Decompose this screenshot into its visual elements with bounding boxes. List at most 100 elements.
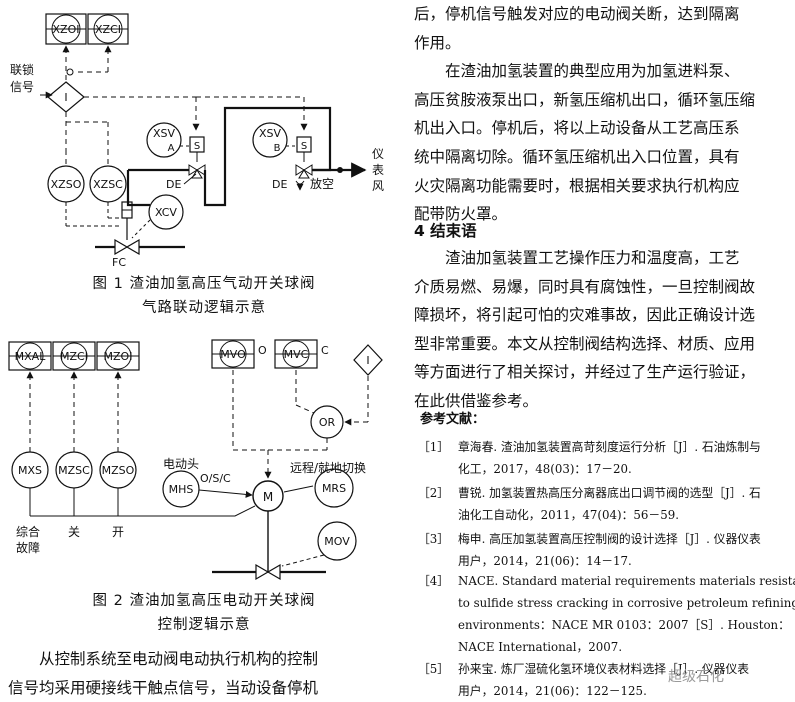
fault-label-2: 故障 [16,540,40,555]
mzci-tag: MZCI [60,350,88,363]
conclusion-line: 障损坏，将引起可怕的灾难事故，因此正确设计选 [414,306,756,325]
right-text-line: 火灾隔离功能需要时，根据相关要求执行机构应 [414,176,740,195]
mzci-instrument: MZCI [52,341,96,371]
vent-label: 放空 [310,176,334,191]
motor: M [252,480,284,512]
xsv-a-instrument: XSV A [146,122,182,158]
figure-2-caption-line2: 控制逻辑示意 [157,617,251,633]
conclusion-line: 型非常重要。本文从控制阀结构选择、材质、应用 [414,334,756,353]
reference-number: ［4］ [418,574,450,588]
xzso-tag: XZSO [51,178,82,191]
mzso-tag: MZSO [102,464,135,477]
reference-line: 用户，2014，21(06)：14－17. [458,554,632,568]
xzci-instrument: XZCI [87,13,129,45]
mrs-instrument: MRS [314,468,354,508]
figure1-logic-diamond: I [47,81,85,113]
watermark-text: 超级石化 [668,669,724,685]
motor-tag: M [263,490,273,504]
figure-1-caption-line1: 图 1 渣油加氢高压气动开关球阀 [92,276,316,292]
instrument-air-2: 表 [372,163,384,177]
right-text-line: 高压贫胺液泵出口，新氢压缩机出口，循环氢压缩 [414,90,756,109]
fc-tag: FC [112,256,126,269]
conclusion-line: 介质易燃、易爆，同时具有腐蚀性，一旦控制阀故 [414,277,756,296]
interlock-label-2: 信号 [10,80,34,94]
mvo-tag: MVO [220,348,246,361]
mxal-instrument: MXAL [8,341,52,371]
section-heading-conclusion: 4 结束语 [414,222,477,240]
xzsc-instrument: XZSC [89,165,127,203]
mxs-instrument: MXS [11,451,49,489]
reference-line: 梅申. 高压加氢装置高压控制阀的设计选择［J］. 仪器仪表 [458,532,761,546]
mode-label: O/S/C [200,472,231,485]
mvo-instrument: MVO [211,339,255,369]
reference-line: 用户，2014，21(06)：122－125. [458,684,647,698]
reference-line: 孙来宝. 炼厂湿硫化氢环境仪表材料选择［J］. 仪器仪表 [458,662,750,676]
or-gate: OR [310,405,344,439]
xsv-a-tag-2: A [168,143,175,154]
conclusion-text: 渣油加氢装置工艺操作压力和温度高，工艺 介质易燃、易爆，同时具有腐蚀性，一旦控制… [414,244,792,416]
xcv-tag: XCV [155,206,177,219]
right-text-line: 配带防火罩。 [414,205,508,224]
xzsc-tag: XZSC [93,178,123,191]
reference-line: environments：NACE MR 0103：2007［S］. Houst… [458,618,790,632]
mzoi-instrument: MZOI [96,341,140,371]
de-b-tag: DE [272,178,287,191]
mrs-tag: MRS [322,482,346,495]
right-text-line: 机出入口。停机后，将以上动设备从工艺高压系 [414,119,740,138]
interlock-label-1: 联锁 [10,62,34,77]
motor-ball-valve [255,563,281,581]
xzoi-tag: XZOI [53,23,80,36]
right-text-line: 统中隔离切除。循环氢压缩机出入口位置，具有 [414,147,740,166]
mvc-tag: MVC [284,348,309,361]
left-text-line: 从控制系统至电动阀电动执行机构的控制 [39,650,319,668]
xsv-b-tag-2: B [274,143,281,154]
conclusion-line: 渣油加氢装置工艺操作压力和温度高，工艺 [445,249,740,267]
right-text-line: 作用。 [414,33,461,52]
reference-number: ［1］ [418,440,450,454]
instrument-air-3: 风 [372,179,384,193]
mxs-tag: MXS [18,464,42,477]
figure1-logic-tag: I [64,91,67,104]
conclusion-line: 在此供借鉴参考。 [414,391,539,410]
three-way-valve-a [188,164,206,179]
xcv-instrument: XCV [148,194,184,230]
mov-tag: MOV [324,535,350,548]
figure-1-diagram: XZOI XZCI 联锁 信号 I XSV A S DE [8,13,384,581]
mhs-instrument: MHS [162,470,200,508]
or-gate-tag: OR [319,416,336,429]
xsv-b-tag-1: XSV [259,127,282,140]
right-text-line: 在渣油加氢装置的典型应用为加氢进料泵、 [445,62,740,81]
actuator-label: 电动头 [163,457,199,471]
reference-line: 油化工自动化，2011，47(04)：56－59. [458,508,679,522]
left-body-text: 从控制系统至电动阀电动执行机构的控制 信号均采用硬接线干触点信号，当动设备停机 [8,645,402,702]
reference-number: ［5］ [418,662,450,676]
right-text-line: 后，停机信号触发对应的电动阀关断，达到隔离 [414,5,740,23]
mzsc-instrument: MZSC [55,451,93,489]
right-body-text-top: 后，停机信号触发对应的电动阀关断，达到隔离 作用。 在渣油加氢装置的典型应用为加… [414,0,792,229]
figure2-logic-diamond: I [353,344,383,376]
mhs-tag: MHS [169,483,194,496]
main-ball-valve [114,238,140,256]
reference-number: ［2］ [418,486,450,500]
instrument-air-1: 仪 [372,147,384,161]
xsv-b-instrument: XSV B [252,122,288,158]
remote-local-label: 远程/就地切换 [290,460,366,475]
figure2-logic-tag: I [366,354,369,367]
reference-line: NACE. Standard material requirements mat… [458,574,795,588]
open-label: 开 [112,525,124,539]
figure-1-caption-line2: 气路联动逻辑示意 [142,300,266,316]
reference-line: to sulfide stress cracking in corrosive … [458,596,795,610]
xzoi-instrument: XZOI [45,13,87,45]
mov-instrument: MOV [317,521,357,561]
reference-line: 章海春. 渣油加氢装置高苛刻度运行分析［J］. 石油炼制与 [458,440,761,454]
xsv-a-tag-1: XSV [153,127,176,140]
mvc-instrument: MVC [274,339,318,369]
reference-line: 曹锐. 加氢装置热高压分离器底出口调节阀的选型［J］. 石 [458,486,761,500]
reference-line: 化工，2017，48(03)：17－20. [458,462,632,476]
fault-label-1: 综合 [16,524,40,539]
xzso-instrument: XZSO [47,165,85,203]
solenoid-a-tag: S [194,141,200,152]
solenoid-b-tag: S [301,141,307,152]
figure-2-caption-line1: 图 2 渣油加氢高压电动开关球阀 [92,593,316,609]
de-a-tag: DE [166,178,181,191]
